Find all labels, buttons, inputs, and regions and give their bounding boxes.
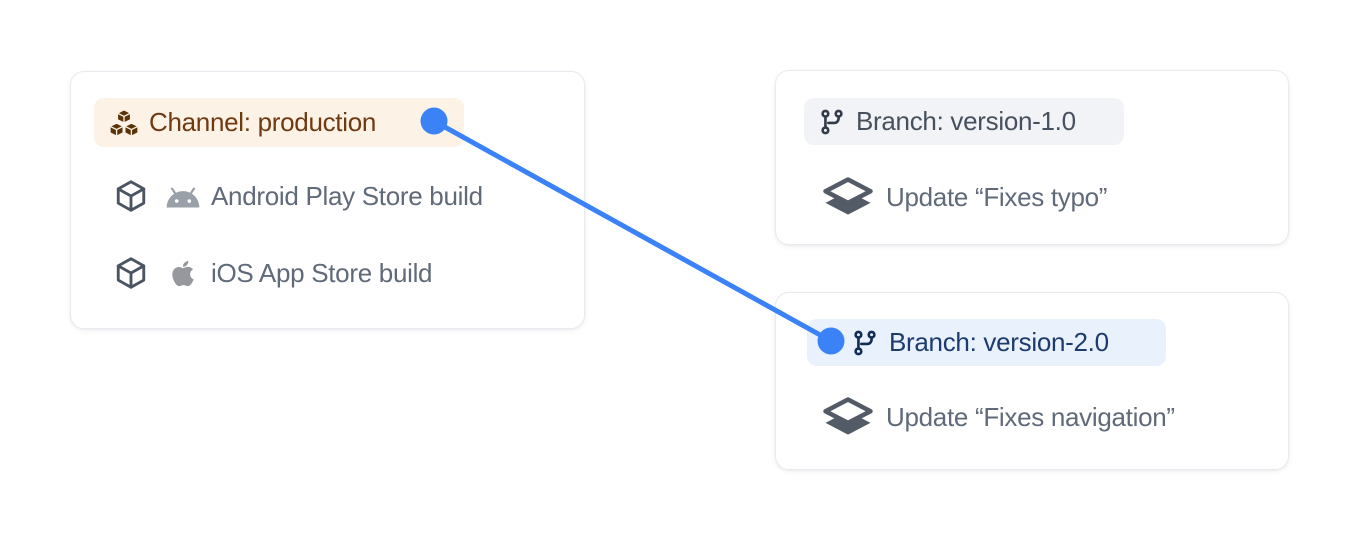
branch-badge-version-1: Branch: version-1.0 <box>804 98 1124 145</box>
git-branch-icon <box>851 329 879 357</box>
apple-icon <box>164 259 202 288</box>
update-row: Update “Fixes typo” <box>821 175 1107 219</box>
android-icon <box>164 184 202 209</box>
branch-card-version-1: Branch: version-1.0 Update “Fixes typo” <box>775 70 1289 245</box>
boxes-icon <box>109 108 139 137</box>
build-row-android: Android Play Store build <box>113 174 483 218</box>
channel-badge-label: Channel: production <box>149 107 377 137</box>
channel-card: Channel: production Android Pla <box>70 71 585 329</box>
cube-icon <box>113 178 149 214</box>
branch-badge-label: Branch: version-2.0 <box>889 327 1109 357</box>
update-label: Update “Fixes navigation” <box>886 401 1175 432</box>
branch-badge-label: Branch: version-1.0 <box>856 106 1076 136</box>
git-branch-icon <box>818 108 846 136</box>
layers-icon <box>821 175 875 220</box>
update-row: Update “Fixes navigation” <box>821 395 1175 439</box>
build-label: iOS App Store build <box>211 257 433 288</box>
update-label: Update “Fixes typo” <box>886 181 1108 212</box>
cube-icon <box>113 255 149 291</box>
channel-badge: Channel: production <box>94 98 464 147</box>
branch-card-version-2: Branch: version-2.0 Update “Fixes naviga… <box>775 292 1289 470</box>
build-label: Android Play Store build <box>211 180 483 211</box>
layers-icon <box>821 395 875 440</box>
branch-badge-version-2: Branch: version-2.0 <box>807 319 1166 366</box>
build-row-ios: iOS App Store build <box>113 251 433 295</box>
